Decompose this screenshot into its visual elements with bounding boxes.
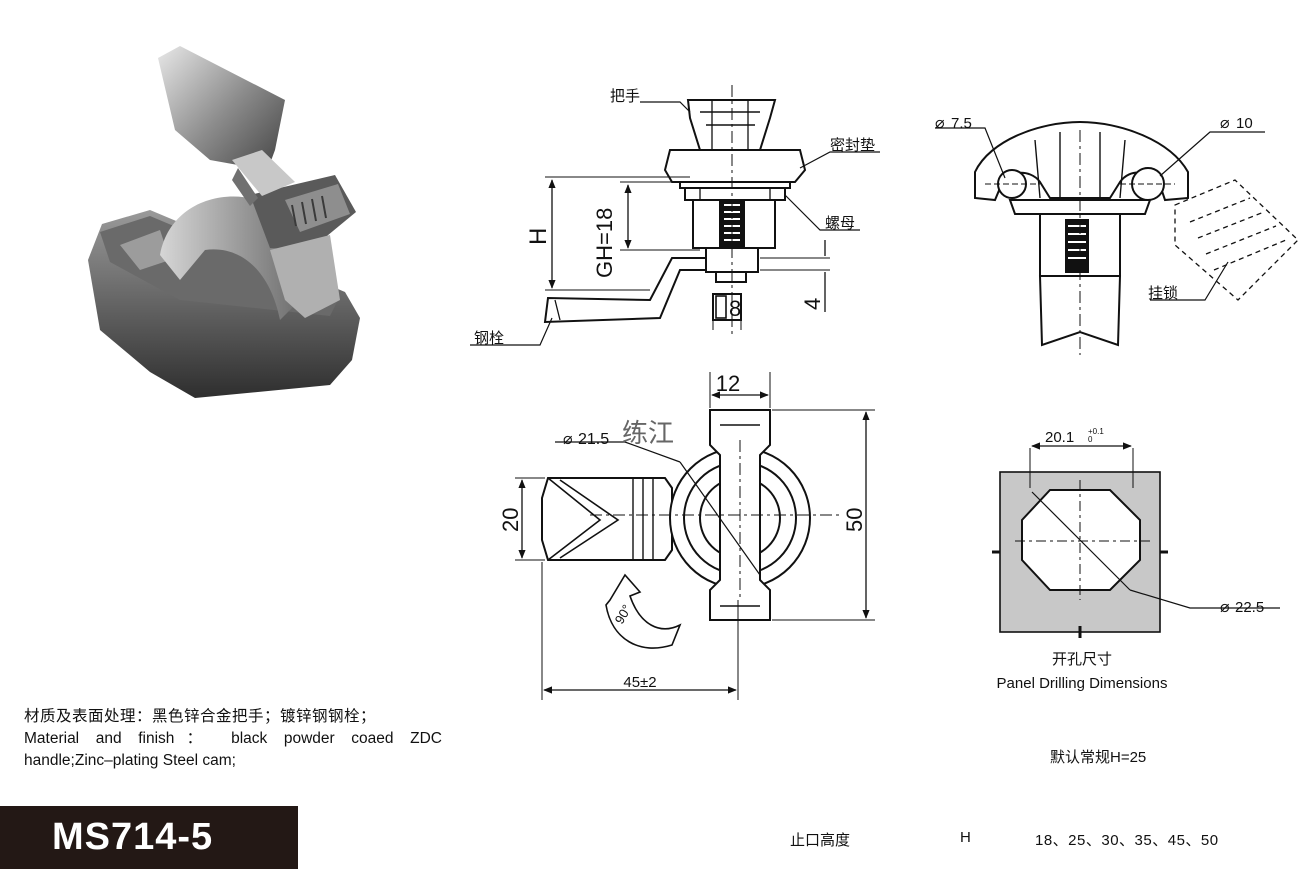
- default-note: 默认常规H=25: [1050, 749, 1147, 766]
- spec-values: 18、25、30、35、45、50: [1035, 832, 1219, 849]
- dim-h: H: [525, 228, 552, 245]
- product-3d-rendering: [88, 46, 360, 398]
- material-line-en2: handle;Zinc–plating Steel cam;: [24, 752, 236, 769]
- dim-12: 12: [716, 371, 740, 396]
- dim-d75: 7.5: [951, 115, 972, 132]
- front-view: [935, 120, 1299, 355]
- dim-gh: GH=18: [592, 208, 617, 278]
- dim-4: 4: [800, 298, 825, 310]
- material-line-zh: 材质及表面处理：黑色锌合金把手；镀锌钢钢栓；: [24, 708, 377, 725]
- diameter-symbol: ⌀: [563, 431, 573, 448]
- dim-d225: 22.5: [1235, 599, 1264, 616]
- panel-title-en: Panel Drilling Dimensions: [997, 675, 1168, 692]
- label-handle: 把手: [610, 88, 640, 105]
- label-padlock: 挂锁: [1148, 285, 1178, 302]
- dim-20: 20: [498, 508, 523, 532]
- label-gasket: 密封垫: [830, 137, 875, 154]
- square-symbol: [715, 295, 727, 319]
- material-line-en1: Material and finish： black powder coaed …: [24, 730, 442, 747]
- model-badge: MS714-5: [0, 806, 298, 869]
- panel-title-zh: 开孔尺寸: [1052, 651, 1112, 668]
- dim-201: 20.1: [1045, 429, 1074, 446]
- dim-8: 8: [729, 296, 741, 321]
- dim-d10: 10: [1236, 115, 1253, 132]
- spec-symbol: H: [960, 829, 971, 846]
- dim-d215: 21.5: [578, 431, 609, 448]
- label-nut: 螺母: [825, 215, 855, 232]
- side-view: [470, 85, 880, 346]
- spec-label: 止口高度: [790, 832, 851, 849]
- material-description: 材质及表面处理：黑色锌合金把手；镀锌钢钢栓； Material and fini…: [24, 706, 442, 772]
- tolerance-lower: 0: [1088, 435, 1093, 444]
- diameter-symbol: ⌀: [935, 115, 945, 132]
- watermark-text: 练江: [622, 418, 674, 448]
- panel-cutout: [992, 442, 1280, 638]
- label-bolt: 钢栓: [474, 330, 504, 347]
- dim-45: 45±2: [623, 674, 656, 691]
- tolerance-upper: +0.1: [1088, 427, 1104, 436]
- diameter-symbol: ⌀: [1220, 599, 1230, 616]
- diameter-symbol: ⌀: [1220, 115, 1230, 132]
- model-number: MS714-5: [52, 816, 214, 858]
- dim-50: 50: [842, 508, 867, 532]
- top-view: [515, 372, 875, 700]
